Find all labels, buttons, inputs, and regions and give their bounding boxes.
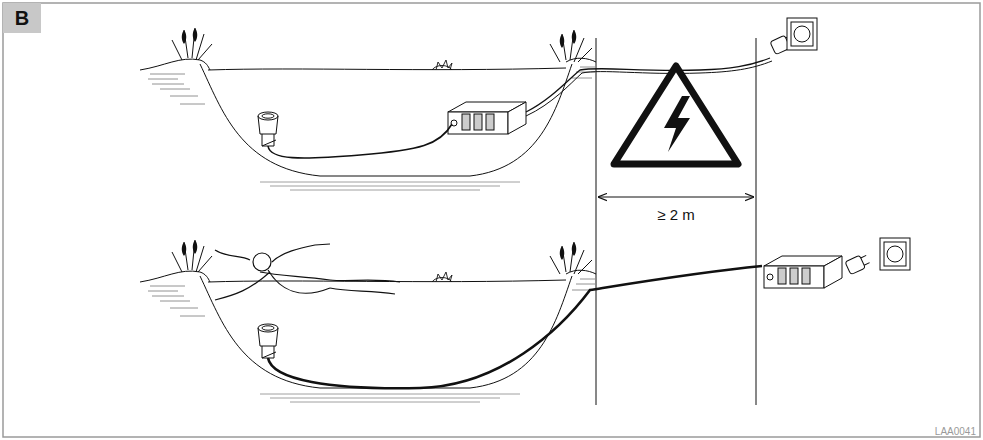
figure-code: LAA0041: [935, 426, 976, 437]
panel-tab: B: [3, 3, 41, 33]
panel-letter: B: [15, 7, 29, 30]
dimension-label: ≥ 2 m: [657, 206, 694, 223]
